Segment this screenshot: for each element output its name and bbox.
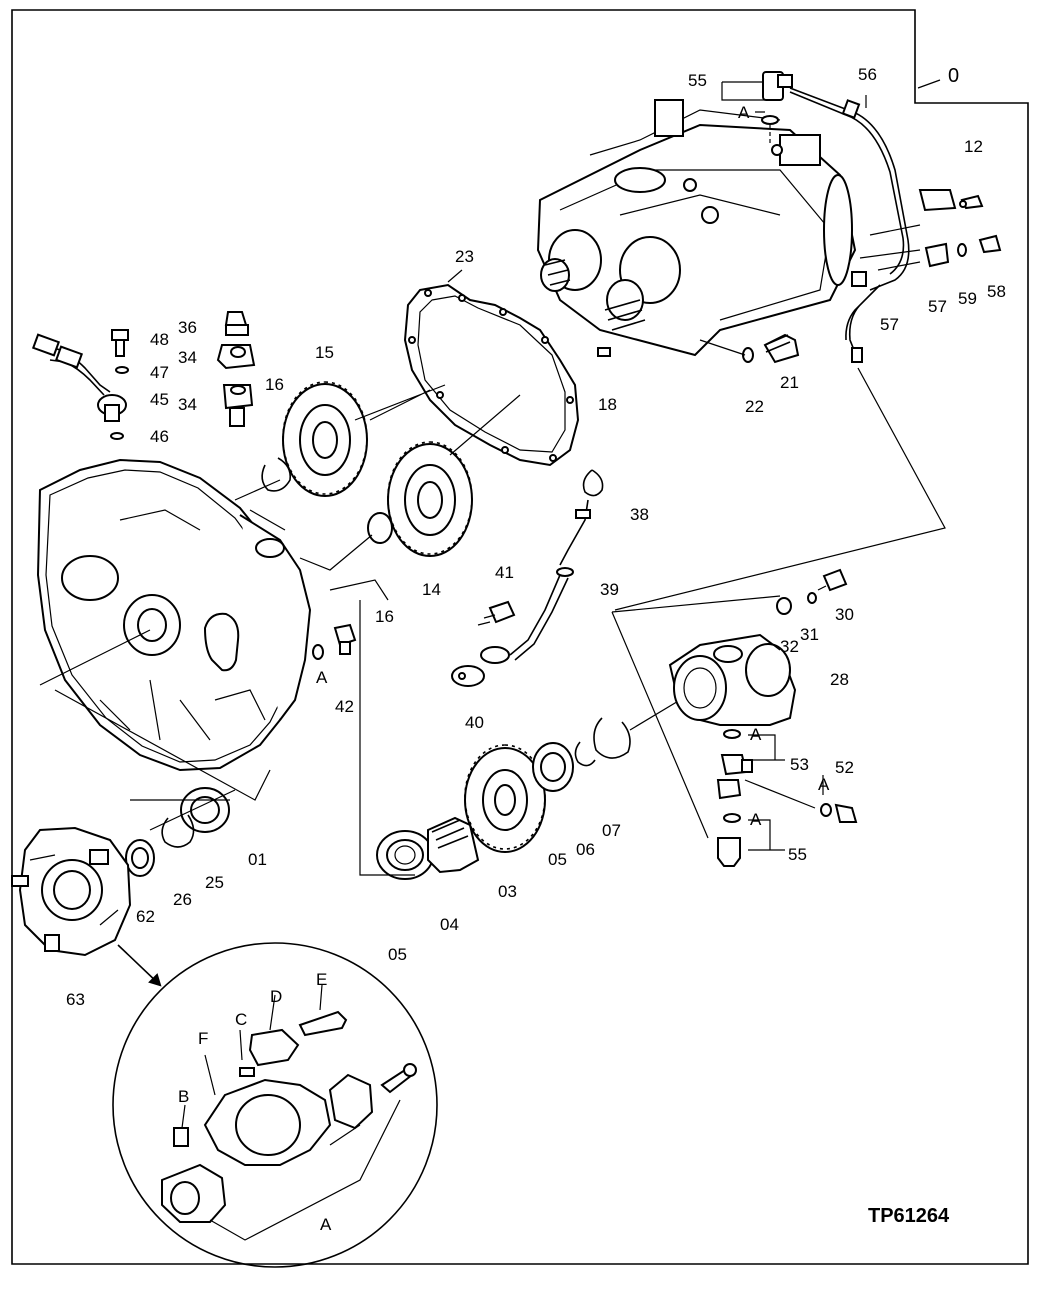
snap-ring-07 <box>593 717 631 759</box>
shaft-04 <box>427 816 480 874</box>
label-62: 62 <box>136 907 155 926</box>
label-12: 12 <box>964 137 983 156</box>
sensor-harness-45 <box>31 329 129 440</box>
label-57-b: 57 <box>880 315 899 334</box>
label-21: 21 <box>780 373 799 392</box>
label-38: 38 <box>630 505 649 524</box>
label-A-detail: A <box>320 1215 332 1234</box>
bolt-41 <box>488 600 516 624</box>
label-0: 0 <box>948 65 959 87</box>
label-14: 14 <box>422 580 441 599</box>
plug-52 <box>744 775 858 823</box>
detail-coupling-parts <box>161 984 417 1241</box>
label-05-left: 05 <box>388 945 407 964</box>
gear-15 <box>282 381 368 497</box>
label-45: 45 <box>150 390 169 409</box>
pump-28 <box>668 633 797 726</box>
label-41: 41 <box>495 563 514 582</box>
washers-30-31-32 <box>776 568 848 615</box>
bracket-parts-right <box>851 189 1002 287</box>
detail-circle <box>112 942 438 1268</box>
seal-25 <box>180 787 230 833</box>
fitting-55-bottom <box>717 813 741 867</box>
label-07: 07 <box>602 821 621 840</box>
label-55-bottom: 55 <box>788 845 807 864</box>
gear-03 <box>464 744 546 853</box>
label-34-upper: 34 <box>178 348 197 367</box>
plugs-34-36 <box>216 311 256 427</box>
label-16-upper: 16 <box>265 375 284 394</box>
label-56: 56 <box>858 65 877 84</box>
label-C: C <box>235 1010 247 1029</box>
hose-56 <box>789 87 910 291</box>
plug-42 <box>312 623 357 660</box>
label-01: 01 <box>248 850 267 869</box>
gear-14 <box>387 441 473 557</box>
washer-62 <box>125 839 155 877</box>
label-22: 22 <box>745 397 764 416</box>
label-A-42: A <box>316 668 328 687</box>
label-47: 47 <box>150 363 169 382</box>
label-58: 58 <box>987 282 1006 301</box>
label-26: 26 <box>173 890 192 909</box>
label-40: 40 <box>465 713 484 732</box>
coupling-63 <box>11 826 132 957</box>
snap-ring-26 <box>161 814 195 848</box>
label-30: 30 <box>835 605 854 624</box>
flange-40 <box>451 665 485 687</box>
label-A-52: A <box>818 775 830 794</box>
label-53: 53 <box>790 755 809 774</box>
label-03: 03 <box>498 882 517 901</box>
label-06: 06 <box>576 840 595 859</box>
fitting-53 <box>716 729 753 800</box>
label-D: D <box>270 987 282 1006</box>
label-42: 42 <box>335 697 354 716</box>
label-34-lower: 34 <box>178 395 197 414</box>
label-25: 25 <box>205 873 224 892</box>
bearing-05-right <box>532 742 574 792</box>
page-border <box>11 9 1029 1265</box>
label-F: F <box>198 1029 208 1048</box>
label-B: B <box>178 1087 189 1106</box>
label-59: 59 <box>958 289 977 308</box>
bolt-21-washer-22-pin-18 <box>597 333 800 364</box>
label-57-a: 57 <box>928 297 947 316</box>
label-18: 18 <box>598 395 617 414</box>
label-63: 63 <box>66 990 85 1009</box>
label-31: 31 <box>800 625 819 644</box>
label-E: E <box>316 970 327 989</box>
tube-39 <box>509 574 569 661</box>
label-A-top: A <box>738 103 750 122</box>
ring-16-lower <box>367 512 393 544</box>
figure-reference: TP61264 <box>868 1205 950 1227</box>
label-48: 48 <box>150 330 169 349</box>
snap-ring-06 <box>574 741 596 767</box>
label-46: 46 <box>150 427 169 446</box>
label-52: 52 <box>835 758 854 777</box>
housing-01 <box>36 458 312 772</box>
gasket-23 <box>403 283 580 467</box>
label-28: 28 <box>830 670 849 689</box>
motor-assembly <box>536 99 857 357</box>
label-16-lower: 16 <box>375 607 394 626</box>
label-A-55: A <box>750 810 762 829</box>
callout-labels: 55 A 56 0 12 23 36 48 34 47 45 34 46 15 … <box>66 65 1006 1234</box>
label-A-53: A <box>750 725 762 744</box>
label-36: 36 <box>178 318 197 337</box>
label-23: 23 <box>455 247 474 266</box>
label-15: 15 <box>315 343 334 362</box>
label-05-right: 05 <box>548 850 567 869</box>
label-32: 32 <box>780 637 799 656</box>
snap-ring-16-upper <box>261 457 292 492</box>
bearing-05-left <box>376 830 434 880</box>
label-39: 39 <box>600 580 619 599</box>
fitting-55-top <box>721 71 793 156</box>
label-04: 04 <box>440 915 459 934</box>
label-55-top: 55 <box>688 71 707 90</box>
